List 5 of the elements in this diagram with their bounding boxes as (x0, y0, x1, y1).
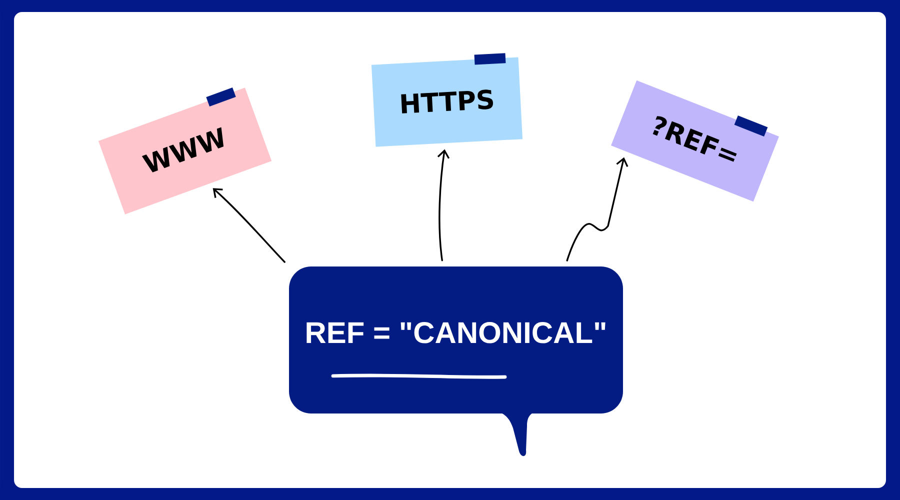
arrow (212, 188, 286, 263)
arrow (566, 157, 628, 262)
speech-bubble: REF = "CANONICAL" (289, 266, 623, 456)
arrow (437, 149, 450, 262)
sticky-note: HTTPS (371, 57, 523, 147)
